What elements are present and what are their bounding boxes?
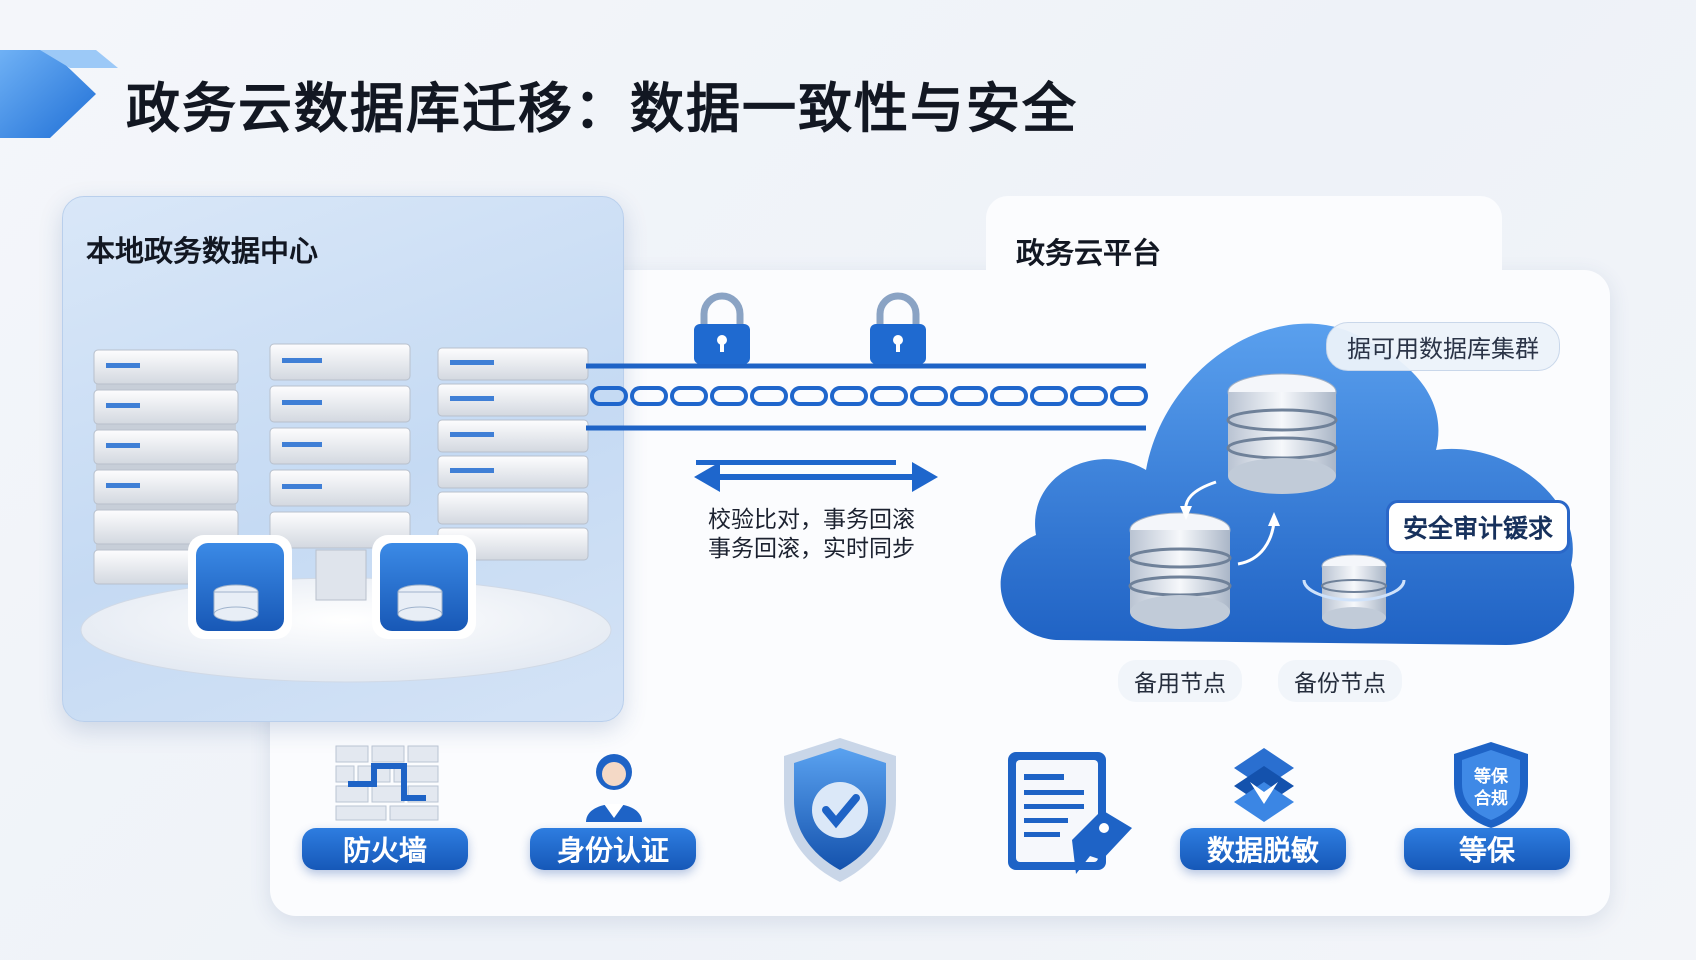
identity-label: 身份认证 xyxy=(530,828,696,870)
bidirectional-arrow-icon xyxy=(696,460,896,465)
firewall-icon xyxy=(335,745,439,821)
local-panel-label: 本地政务数据中心 xyxy=(86,234,319,268)
database-tile-left xyxy=(188,535,292,639)
database-backup-icon xyxy=(1302,554,1406,629)
chain-link xyxy=(590,386,1148,406)
audit-badge: 安全审计锾求 xyxy=(1386,500,1571,554)
firewall-label: 防火墙 xyxy=(302,828,468,870)
identity-icon xyxy=(586,754,642,822)
cloud-panel-tab xyxy=(986,196,1502,316)
compliance-shield-text-1: 等保 xyxy=(1474,766,1509,787)
secure-link-illustration xyxy=(586,292,1148,465)
standby-node-label: 备用节点 xyxy=(1118,660,1242,702)
sync-description-line-2: 事务回滚，实时同步 xyxy=(708,536,915,562)
sync-description: 校验比对，事务回滚 事务回滚，实时同步 xyxy=(708,506,915,564)
compliance-shield-icon: 等保 合规 xyxy=(1454,742,1528,828)
database-tile-right xyxy=(372,535,476,639)
compliance-shield-text-2: 合规 xyxy=(1474,788,1508,809)
sync-description-line-1: 校验比对，事务回滚 xyxy=(708,507,915,533)
database-standby-icon xyxy=(1128,512,1232,629)
server-racks-illustration xyxy=(80,343,612,683)
server-rack-right xyxy=(437,347,589,561)
masking-label: 数据脱敏 xyxy=(1180,828,1346,870)
cloud-panel-label: 政务云平台 xyxy=(1016,236,1162,270)
server-rack-left xyxy=(93,349,239,585)
database-primary-icon xyxy=(1226,373,1338,494)
padlock-icon xyxy=(694,292,750,364)
page-title: 政务云数据库迁移：数据一致性与安全 xyxy=(126,77,1078,140)
server-rack-center xyxy=(269,343,411,601)
masking-icon xyxy=(1234,748,1294,822)
compliance-label: 等保 xyxy=(1404,828,1570,870)
cluster-label: 据可用数据库集群 xyxy=(1326,322,1560,371)
document-tag-icon xyxy=(1008,752,1132,874)
replication-arrow xyxy=(1237,521,1276,566)
brand-chevron-icon xyxy=(0,50,118,138)
shield-check-icon xyxy=(784,738,896,882)
sync-arrow-icon xyxy=(694,462,938,492)
cloud-cluster-illustration xyxy=(1000,323,1575,645)
backup-node-label: 备份节点 xyxy=(1278,660,1402,702)
padlock-icon xyxy=(870,292,926,364)
